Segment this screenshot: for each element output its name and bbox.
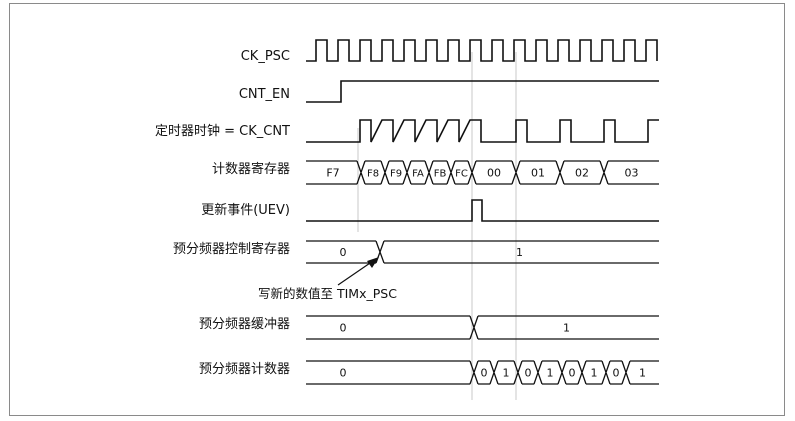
prescaler-counter-value: 1 [547,367,554,380]
counter-value: 02 [575,167,589,180]
counter-value: F7 [326,167,339,180]
prescaler-buffer-value: 1 [563,322,570,335]
prescaler-counter-value: 1 [591,367,598,380]
prescaler-counter-value: 0 [481,367,488,380]
prescaler-counter-value: 0 [569,367,576,380]
bus-prescaler-counter: 0 0 1 0 1 0 1 0 1 [306,360,659,385]
counter-value: FB [434,169,447,180]
prescaler-counter-value: 1 [503,367,510,380]
label-update-event: 更新事件(UEV) [201,202,290,218]
bus-counter-register: F7 F8 F9 FA FB FC 00 01 02 03 [306,160,659,185]
label-prescaler-buffer: 预分频器缓冲器 [199,317,290,332]
waveform-ck-cnt [306,119,659,143]
label-prescaler-counter: 预分频器计数器 [199,362,290,377]
bus-outline-prescaler-control-register [306,240,659,264]
counter-value: FC [455,169,468,180]
label-ck-cnt: 定时器时钟 = CK_CNT [155,123,290,139]
write-annotation: 写新的数值至 TIMx_PSC [258,257,397,301]
label-prescaler-control-register: 预分频器控制寄存器 [173,241,290,257]
bus-prescaler-buffer: 0 1 [306,315,659,340]
prescaler-buffer-value: 0 [340,322,347,335]
label-ck-psc: CK_PSC [241,49,290,64]
bus-outline-prescaler-buffer [306,315,659,340]
diagram-frame [9,3,785,416]
annotation-text: 写新的数值至 TIMx_PSC [258,286,397,301]
counter-value: FA [412,169,424,180]
counter-value: F8 [367,169,379,180]
prescaler-counter-value: 0 [613,367,620,380]
prescaler-control-value: 1 [516,246,523,259]
prescaler-control-value: 0 [340,246,347,259]
waveform-cnt-en [306,80,659,103]
prescaler-counter-value: 1 [639,367,646,380]
bus-outline-counter-register [306,160,659,185]
annotation-arrow-shaft [337,260,374,286]
counter-value: 01 [531,167,545,180]
label-counter-register: 计数器寄存器 [212,161,290,177]
annotation-arrowhead-icon [367,257,379,268]
bus-prescaler-control-register: 0 1 [306,240,659,264]
prescaler-counter-value: 0 [340,367,347,380]
bus-outline-prescaler-counter [306,360,659,385]
counter-value: F9 [390,169,402,180]
waveform-ck-psc [306,39,658,62]
waveform-update-event [306,199,659,222]
label-cnt-en: CNT_EN [239,87,290,102]
counter-value: 03 [625,167,639,180]
counter-value: 00 [487,167,501,180]
prescaler-counter-value: 0 [525,367,532,380]
